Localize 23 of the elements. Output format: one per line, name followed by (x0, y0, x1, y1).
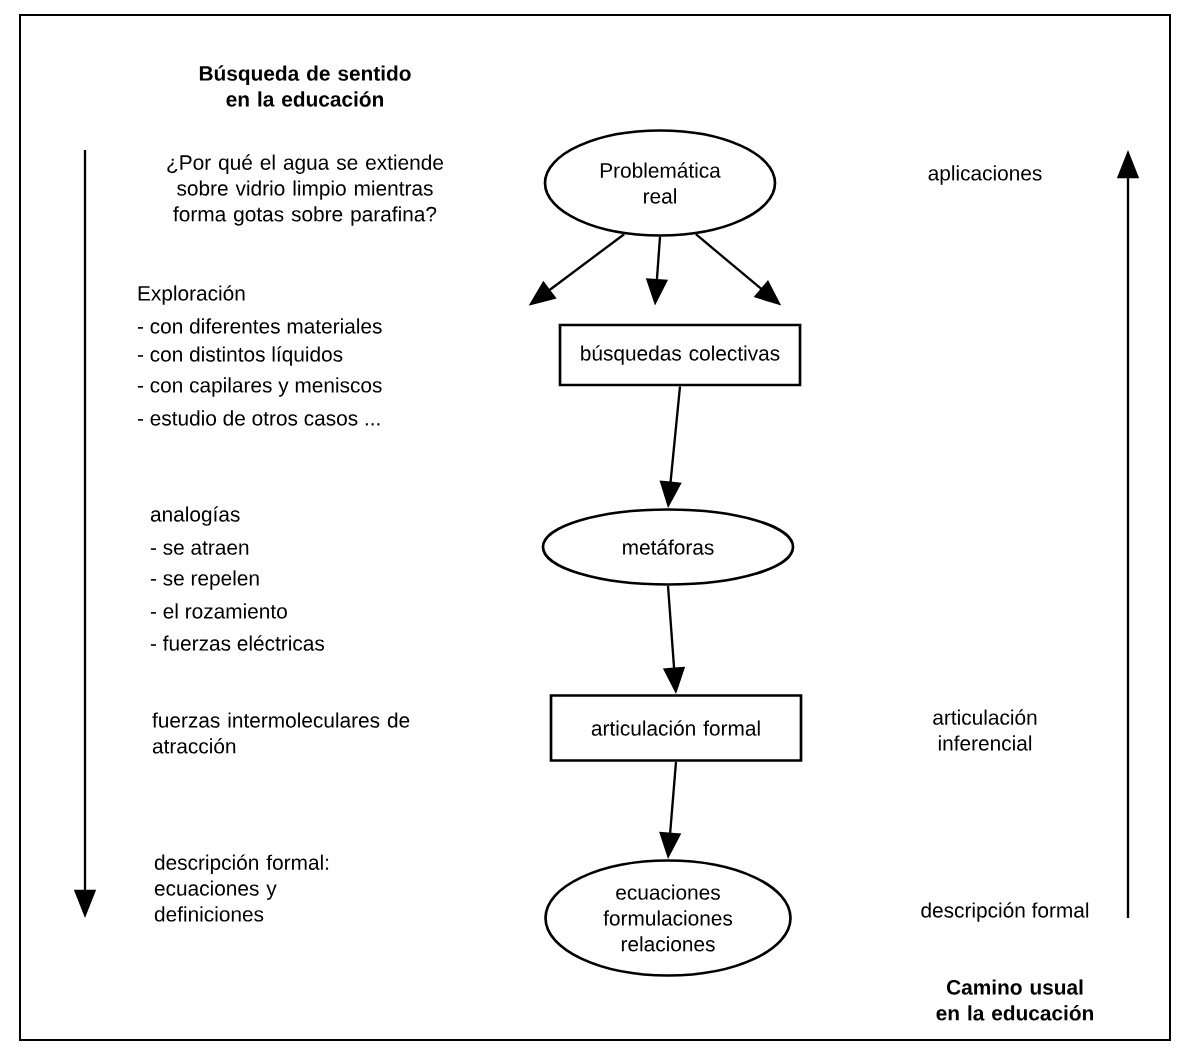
text-label: - con distintos líquidos (137, 346, 343, 366)
text-label: Búsqueda de sentido en la educación (199, 65, 411, 107)
text-label: - con capilares y meniscos (137, 377, 382, 397)
oval: Problemática real (543, 129, 777, 237)
process-box: búsquedas colectivas (558, 323, 802, 387)
text-label: articulación inferencial (933, 709, 1037, 751)
text-label: Exploración (138, 285, 245, 305)
text-label: - estudio de otros casos ... (137, 410, 380, 426)
text-label: - fuerzas eléctricas (150, 635, 325, 651)
text-label: analogías (150, 506, 240, 526)
text-label: Camino usual en la educación (936, 979, 1093, 1021)
text-label: descripción formal (921, 902, 1089, 922)
text-label: - con diferentes materiales (137, 318, 382, 334)
oval: ecuaciones formulaciones relaciones (544, 859, 792, 977)
text-label: aplicaciones (928, 165, 1042, 185)
text-label: fuerzas intermoleculares de atracción (152, 712, 410, 754)
text-label: ¿Por qué el agua se extiende sobre vidrio limpio mientras forma gotas sobre parafina? (167, 154, 443, 226)
text-label: descripción formal: ecuaciones y definiciones (154, 854, 329, 922)
text-label: - el rozamiento (150, 603, 287, 619)
text-label: - se atraen (150, 541, 249, 555)
text-label: - se repelen (150, 570, 259, 590)
oval: metáforas (541, 508, 795, 586)
process-box: articulación formal (549, 694, 803, 762)
